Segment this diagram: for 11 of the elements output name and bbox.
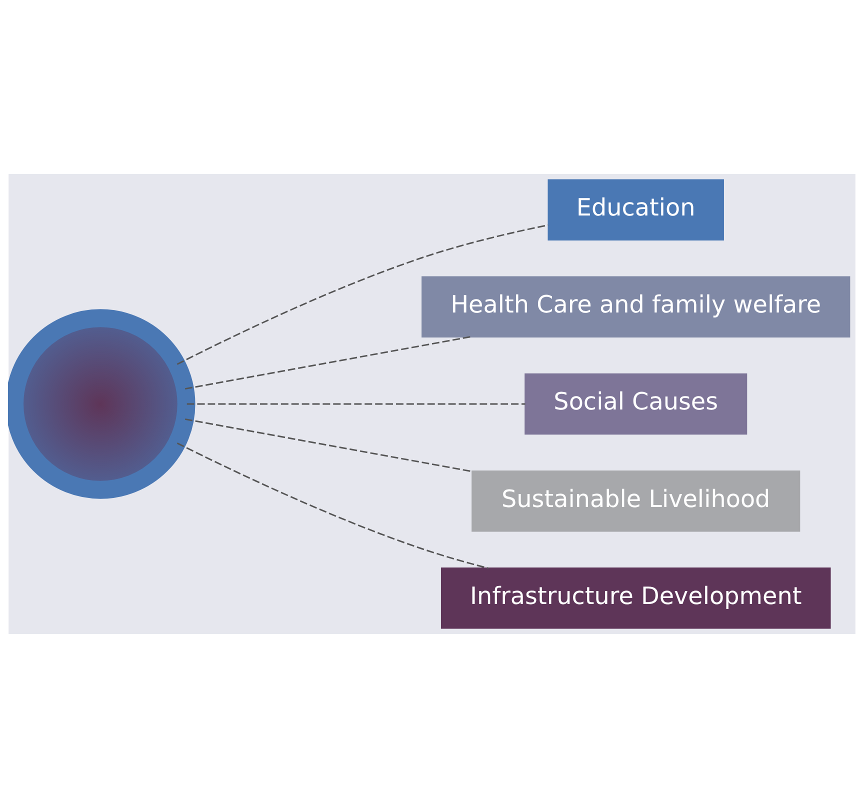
connector <box>176 224 548 365</box>
node-circle <box>8 309 196 499</box>
connector <box>176 442 489 569</box>
node-box: Social Causes <box>524 373 748 435</box>
node-box: Health Care and family welfare <box>422 276 850 338</box>
connector <box>185 418 472 472</box>
connector <box>186 403 526 405</box>
connector <box>185 336 470 390</box>
node-box: Sustainable Livelihood <box>472 470 800 532</box>
node-box: Infrastructure Development <box>440 568 831 629</box>
node-box: Education <box>548 179 724 240</box>
